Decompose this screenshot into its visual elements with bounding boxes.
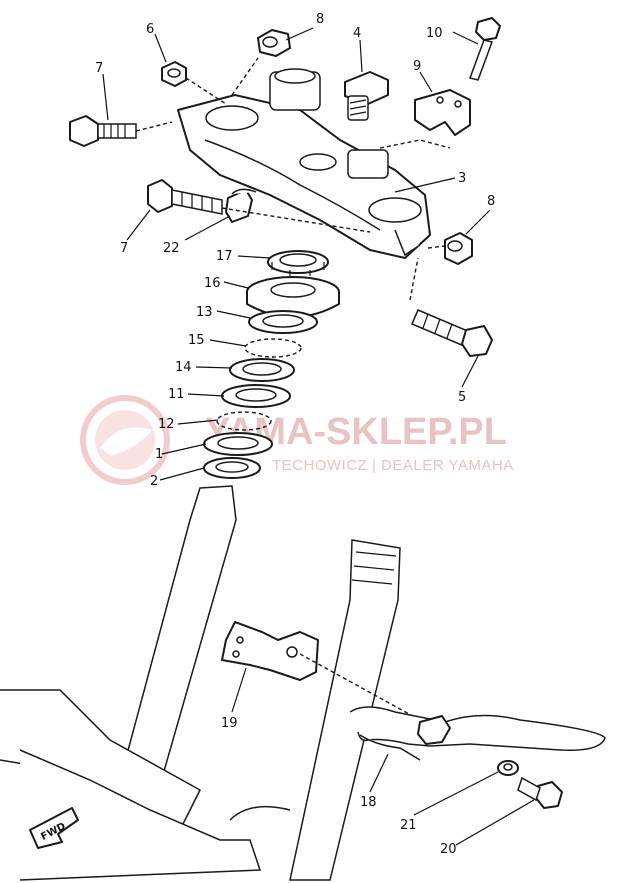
part-label-14: 14 <box>175 360 192 375</box>
part-label-7-lower: 7 <box>120 241 128 256</box>
leader-lines <box>102 27 535 846</box>
part-label-11: 11 <box>168 387 185 402</box>
race-part-1 <box>203 432 273 456</box>
upper-bracket-part-3 <box>177 68 431 259</box>
washer-part-16 <box>246 276 340 318</box>
ball-bearing-part-12 <box>216 411 272 431</box>
nut-part-8-right <box>444 232 473 265</box>
part-label-21: 21 <box>400 818 417 833</box>
part-label-8-top: 8 <box>316 12 324 27</box>
part-label-9: 9 <box>413 59 421 74</box>
washer-part-21 <box>497 760 519 776</box>
part-label-5: 5 <box>458 390 466 405</box>
nut-part-6 <box>161 61 187 87</box>
part-label-22: 22 <box>163 241 180 256</box>
bolt-part-7-top <box>69 115 173 147</box>
alignment-line-b <box>185 77 227 105</box>
fork-tube <box>229 539 401 881</box>
bracket-part-19 <box>221 621 421 721</box>
part-label-2: 2 <box>150 474 158 489</box>
nut-part-8-top <box>257 29 291 57</box>
watermark: YAMA-SKLEP.PL TECHOWICZ | DEALER YAMAHA <box>80 395 514 485</box>
part-label-6: 6 <box>146 22 154 37</box>
part-label-17: 17 <box>216 249 233 264</box>
part-number-labels: 8 6 4 10 7 9 3 8 7 22 17 16 13 15 14 11 … <box>95 12 495 857</box>
part-label-18: 18 <box>360 795 377 810</box>
race-part-13 <box>248 310 318 334</box>
ball-bearing-part-15 <box>244 338 302 358</box>
seal-part-2 <box>203 457 261 479</box>
alignment-line-d <box>427 245 446 249</box>
watermark-logo-icon <box>80 395 170 485</box>
ring-nut-part-17 <box>267 250 329 276</box>
part-label-4: 4 <box>353 26 361 41</box>
part-label-3: 3 <box>458 171 466 186</box>
race-part-11 <box>221 384 291 408</box>
part-label-8-right: 8 <box>487 194 495 209</box>
part-label-10: 10 <box>426 26 443 41</box>
alignment-line-a <box>231 57 259 96</box>
watermark-sub-text: TECHOWICZ | DEALER YAMAHA <box>272 457 514 474</box>
cap-part-9 <box>414 89 471 136</box>
cable-guide-part-18 <box>349 706 606 761</box>
part-label-1: 1 <box>155 447 163 462</box>
bolt-part-10 <box>469 17 501 81</box>
bolt-part-5 <box>409 257 493 357</box>
forward-direction-badge: FWD <box>29 807 79 849</box>
part-label-12: 12 <box>158 417 175 432</box>
part-label-19: 19 <box>221 716 238 731</box>
bolt-part-4 <box>344 71 389 121</box>
part-label-20: 20 <box>440 842 457 857</box>
bolt-part-20 <box>517 776 563 809</box>
part-label-16: 16 <box>204 276 221 291</box>
part-label-15: 15 <box>188 333 205 348</box>
part-label-7-top: 7 <box>95 61 103 76</box>
part-label-13: 13 <box>196 305 213 320</box>
alignment-line-e <box>379 139 451 149</box>
alignment-line-c <box>221 207 371 233</box>
bolt-part-7-lower <box>147 179 223 215</box>
frame-head-pipe <box>0 485 262 881</box>
race-part-14 <box>229 358 295 382</box>
clip-part-22 <box>225 188 257 223</box>
